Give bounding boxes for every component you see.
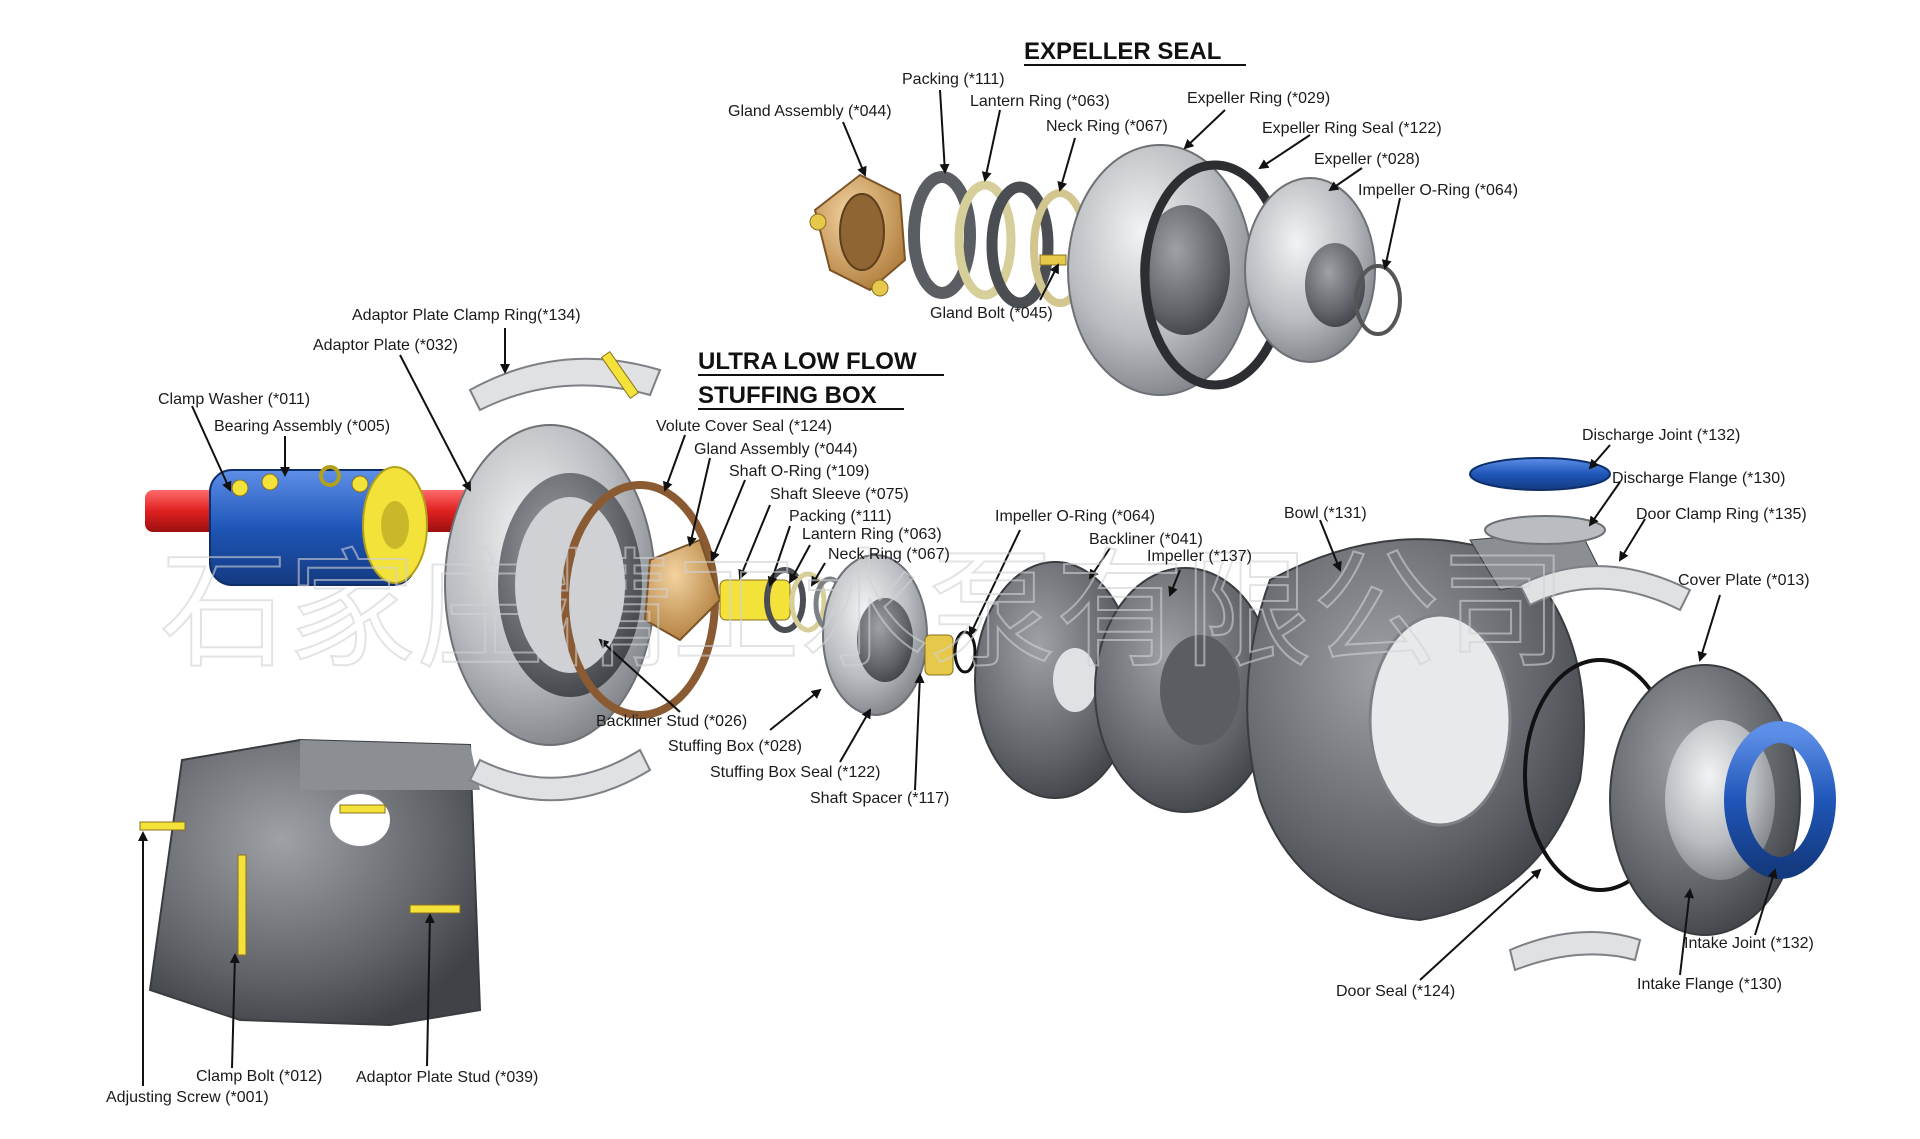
label-adaptor-plate-stud: Adaptor Plate Stud (*039) [356, 1069, 539, 1086]
label-expeller-ring: Expeller Ring (*029) [1187, 90, 1331, 107]
label-clamp-bolt: Clamp Bolt (*012) [196, 1068, 323, 1085]
expeller-packing-part [908, 171, 976, 299]
watermark: 石家庄精工水泵有限公司 [160, 537, 1568, 686]
lantern-ring-part [789, 571, 827, 633]
label-shaft-spacer: Shaft Spacer (*117) [810, 790, 950, 807]
leader-lines [138, 89, 1778, 1086]
label-intake-joint: Intake Joint (*132) [1684, 935, 1814, 952]
pump-end-group [974, 457, 1836, 972]
label-adjusting-screw: Adjusting Screw (*001) [106, 1089, 269, 1106]
ultra-low-flow-underline2 [698, 408, 904, 410]
expeller-impeller-o-ring-part [1354, 264, 1402, 336]
bearing-assembly-group [145, 465, 475, 586]
lower-clamp-ring-part [468, 748, 652, 802]
label-intake-flange: Intake Flange (*130) [1637, 976, 1782, 993]
intake-joint-part [1724, 721, 1836, 879]
label-stuffing-box-seal: Stuffing Box Seal (*122) [710, 764, 881, 781]
expeller-lantern-ring-part [954, 180, 1016, 300]
discharge-joint-part [1469, 457, 1611, 491]
label-discharge-flange: Discharge Flange (*130) [1612, 470, 1786, 487]
label-expeller-lantern-ring: Lantern Ring (*063) [970, 93, 1110, 110]
label-impeller: Impeller (*137) [1147, 548, 1252, 565]
label-adaptor-plate: Adaptor Plate (*032) [313, 337, 458, 354]
ultra-low-flow-underline1 [698, 374, 944, 376]
label-neck-ring: Neck Ring (*067) [828, 546, 950, 563]
label-gland-bolt: Gland Bolt (*045) [930, 305, 1053, 322]
label-bearing-assembly: Bearing Assembly (*005) [214, 418, 391, 435]
label-door-seal: Door Seal (*124) [1336, 983, 1456, 1000]
shaft-spacer-part [924, 634, 954, 676]
label-lantern-ring: Lantern Ring (*063) [802, 526, 942, 543]
door-clamp-ring-part [1518, 565, 1692, 612]
label-backliner: Backliner (*041) [1089, 531, 1203, 548]
discharge-flange-part [1484, 515, 1606, 545]
label-adaptor-plate-clamp-ring: Adaptor Plate Clamp Ring(*134) [352, 307, 581, 324]
label-stuffing-box: Stuffing Box (*028) [668, 738, 803, 755]
label-backliner-stud: Backliner Stud (*026) [596, 713, 748, 730]
expeller-seal-group [809, 144, 1402, 396]
label-clamp-washer: Clamp Washer (*011) [158, 391, 311, 408]
label-packing: Packing (*111) [789, 508, 892, 525]
label-expeller-ring-seal: Expeller Ring Seal (*122) [1262, 120, 1442, 137]
ultra-low-flow-title-line1: ULTRA LOW FLOW [698, 348, 917, 375]
label-expeller-neck-ring: Neck Ring (*067) [1046, 118, 1168, 135]
label-door-clamp-ring: Door Clamp Ring (*135) [1636, 506, 1807, 523]
label-discharge-joint: Discharge Joint (*132) [1582, 427, 1741, 444]
label-impeller-o-ring: Impeller O-Ring (*064) [995, 508, 1156, 525]
stuffing-box-group [561, 481, 977, 719]
expeller-seal-title-underline [1024, 64, 1246, 66]
label-expeller-gland-assembly: Gland Assembly (*044) [728, 103, 892, 120]
label-expeller-packing: Packing (*111) [902, 71, 1005, 88]
expeller-seal-title: EXPELLER SEAL [1024, 38, 1222, 65]
packing-part [764, 567, 806, 633]
label-bowl: Bowl (*131) [1284, 505, 1367, 522]
intake-flange-part [1508, 931, 1642, 972]
label-cover-plate: Cover Plate (*013) [1678, 572, 1810, 589]
label-shaft-sleeve: Shaft Sleeve (*075) [770, 486, 909, 503]
label-shaft-o-ring: Shaft O-Ring (*109) [729, 463, 870, 480]
ultra-low-flow-title-line2: STUFFING BOX [698, 382, 877, 409]
label-volute-cover-seal: Volute Cover Seal (*124) [656, 418, 833, 435]
label-gland-assembly: Gland Assembly (*044) [694, 441, 858, 458]
label-expeller-impeller-o-ring: Impeller O-Ring (*064) [1358, 182, 1519, 199]
impeller-o-ring-part [953, 630, 977, 674]
label-expeller: Expeller (*028) [1314, 151, 1420, 168]
